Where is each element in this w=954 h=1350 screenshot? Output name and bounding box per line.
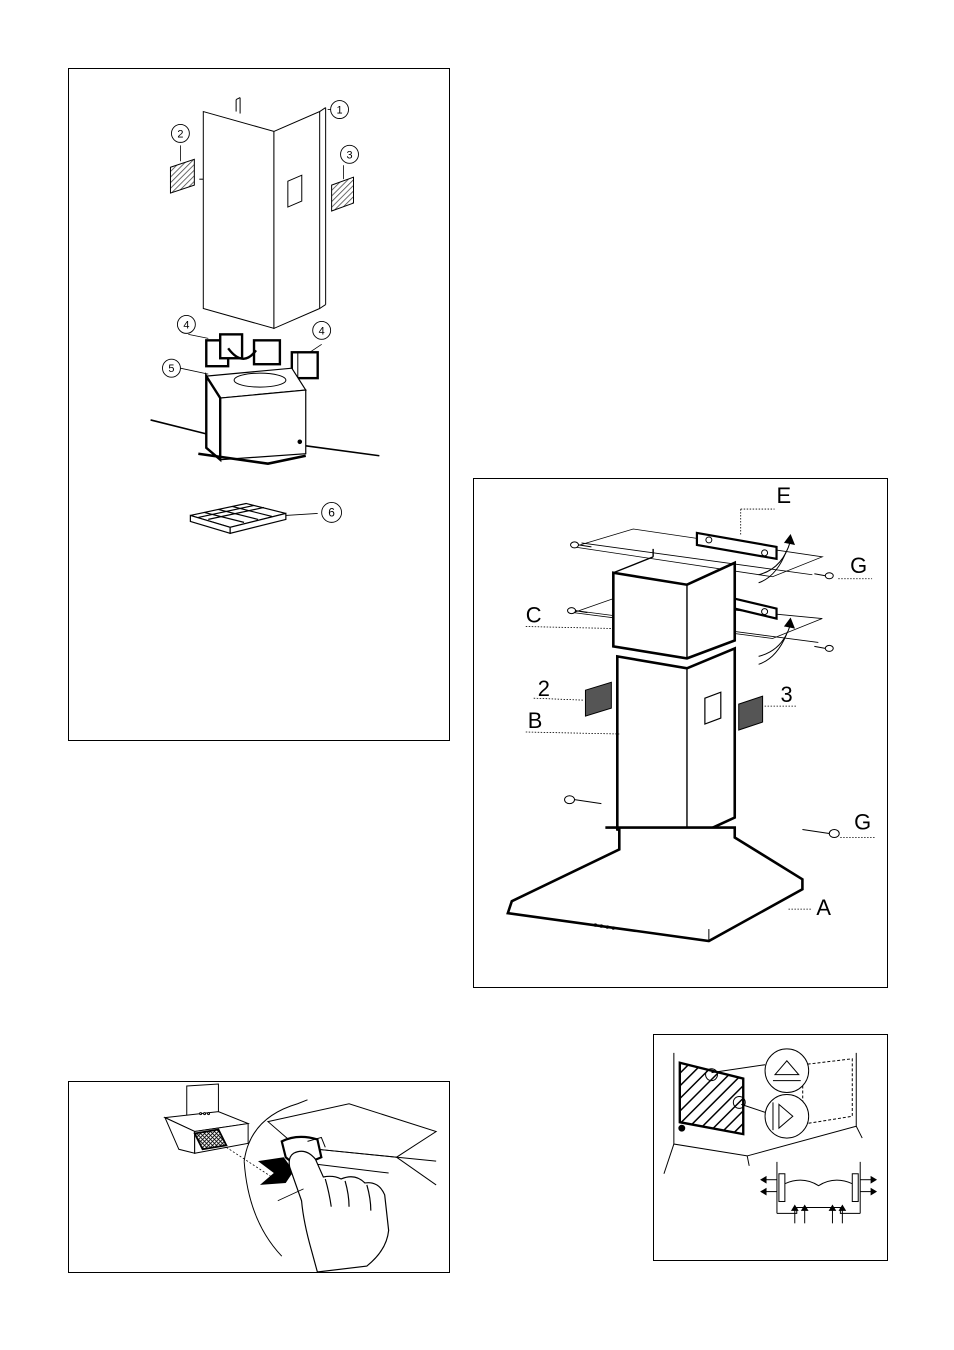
airflow-arrows <box>761 1177 876 1224</box>
motor-housing <box>206 368 305 460</box>
label-G-upper: G <box>850 553 867 578</box>
lower-chimney-section <box>617 648 734 839</box>
callout-right-triangle <box>733 1094 808 1138</box>
vent-plate-3 <box>739 696 763 730</box>
svg-text:6: 6 <box>328 505 335 519</box>
grease-filter <box>190 503 317 533</box>
chimney-fitting-drawing: E G C 2 3 B G A <box>474 479 887 987</box>
upper-chimney <box>199 98 325 329</box>
duct-adapter-left <box>206 334 280 366</box>
hand <box>289 1151 388 1272</box>
rotate-arrow-lower <box>759 619 795 665</box>
filter-removal-drawing <box>69 1082 449 1272</box>
filter-alignment-drawing <box>654 1035 887 1260</box>
chimney-exploded-drawing: 1 2 3 4 4 5 6 <box>69 69 449 740</box>
label-G-lower: G <box>854 810 871 835</box>
callout-5: 5 <box>163 359 181 377</box>
diagram-filter-alignment <box>653 1034 888 1261</box>
vent-plate-3 <box>332 165 354 211</box>
screw-top-right <box>814 573 833 579</box>
diagram-filter-removal <box>68 1081 450 1273</box>
callout-6: 6 <box>322 502 342 522</box>
hood-overview <box>165 1084 248 1153</box>
bracket-lower <box>735 599 777 619</box>
callout-4-right: 4 <box>313 321 331 339</box>
bracket-upper <box>697 533 777 559</box>
airflow-diagram <box>777 1162 860 1214</box>
svg-text:5: 5 <box>168 363 174 375</box>
screw-mid-right <box>814 645 833 651</box>
callout-2: 2 <box>171 124 189 142</box>
svg-text:3: 3 <box>346 149 352 161</box>
vent-plate-2 <box>585 682 611 716</box>
label-C: C <box>526 603 542 628</box>
diagram-chimney-fitting: E G C 2 3 B G A <box>473 478 888 988</box>
vent-plate-2 <box>170 145 194 193</box>
callout-4-left: 4 <box>177 315 195 333</box>
hatched-filter <box>680 1063 743 1134</box>
label-3: 3 <box>781 682 793 707</box>
diagram-chimney-exploded: 1 2 3 4 4 5 6 <box>68 68 450 741</box>
callout-3: 3 <box>341 145 359 163</box>
svg-text:1: 1 <box>337 105 343 117</box>
svg-text:4: 4 <box>183 319 189 331</box>
screw-bottom-right <box>802 830 839 838</box>
svg-text:2: 2 <box>177 128 183 140</box>
screw-bottom-left <box>565 796 602 804</box>
label-E: E <box>777 483 792 508</box>
label-A: A <box>816 895 831 920</box>
hood-body <box>508 828 803 941</box>
callout-1: 1 <box>331 101 349 119</box>
label-2: 2 <box>538 676 550 701</box>
svg-text:4: 4 <box>319 325 325 337</box>
upper-chimney-section <box>613 549 734 658</box>
label-B: B <box>528 708 543 733</box>
